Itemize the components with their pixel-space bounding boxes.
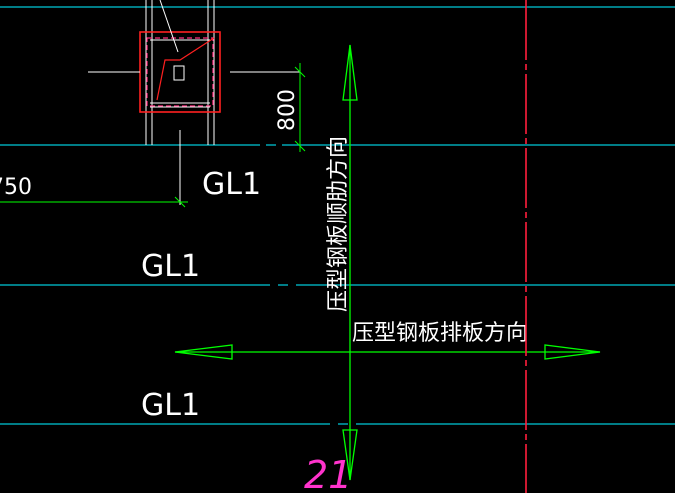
layout-direction-arrow (174, 344, 601, 360)
center-lines (88, 71, 300, 205)
dimension-750-label: 750 (0, 175, 32, 200)
column-lines (145, 0, 215, 145)
dimension-800 (294, 63, 306, 152)
dimension-800-label: 800 (275, 89, 300, 131)
beam-label-top: GL1 (202, 167, 261, 202)
rib-direction-label: 压型钢板顺肋方向 (326, 136, 351, 312)
layout-direction-label: 压型钢板排板方向 (352, 321, 528, 346)
grid-axis-label: 21 (304, 453, 352, 493)
dimension-750 (0, 196, 188, 208)
beam-label-mid: GL1 (141, 249, 200, 284)
rib-direction-arrow (342, 44, 358, 481)
beam-label-bottom: GL1 (141, 388, 200, 423)
beam-lines (0, 6, 675, 425)
column-detail (139, 0, 221, 113)
